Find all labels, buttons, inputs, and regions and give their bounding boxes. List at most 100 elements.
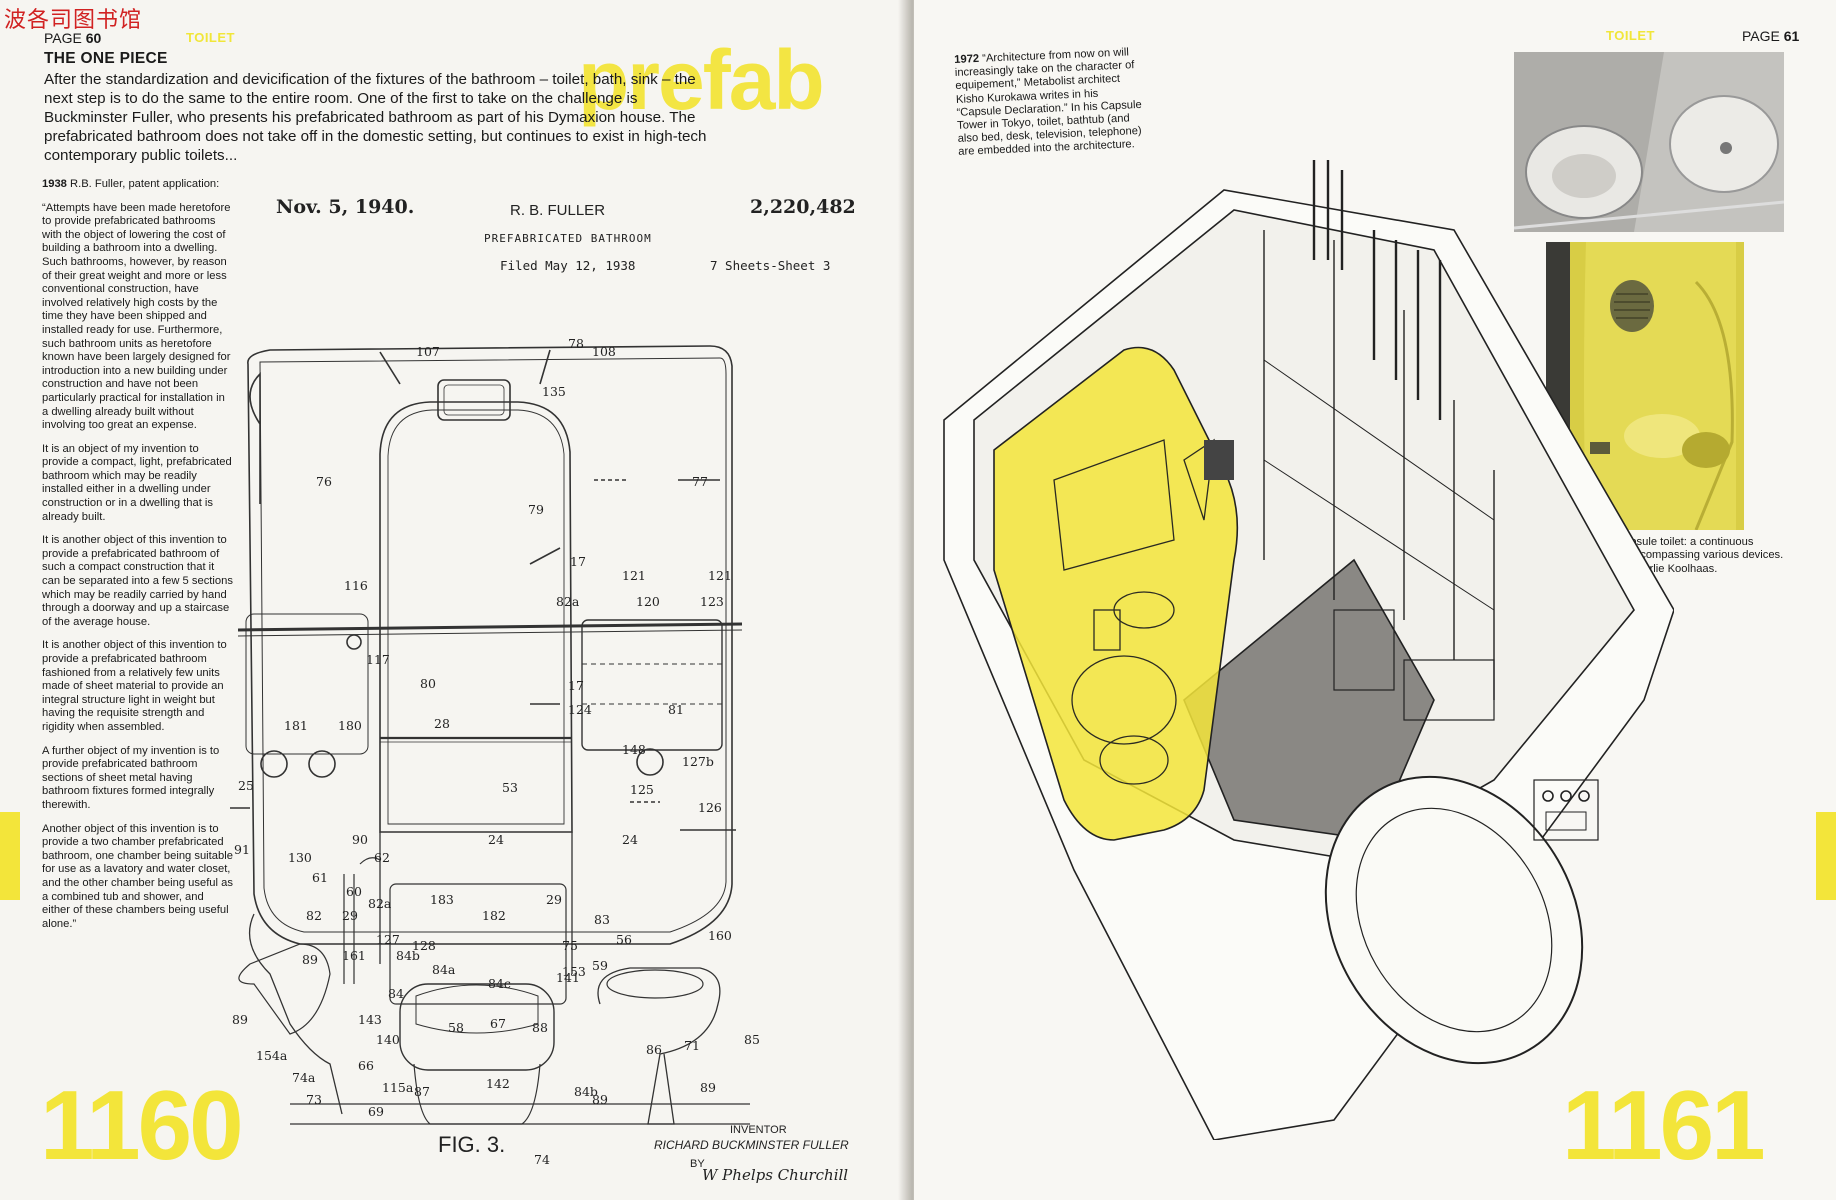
patent-reference-numeral: 140 (376, 1032, 400, 1047)
patent-reference-numeral: 75 (562, 938, 578, 953)
patent-reference-numeral: 78 (568, 336, 584, 351)
patent-reference-numeral: 89 (700, 1080, 716, 1095)
right-page: TOILET PAGE 61 1972 “Architecture from n… (914, 0, 1836, 1200)
patent-number: 2,220,482 (750, 196, 856, 218)
page-prefix: PAGE (1742, 28, 1780, 44)
patent-inventor-label: INVENTOR (730, 1124, 787, 1136)
patent-reference-numeral: 56 (616, 932, 632, 947)
patent-reference-numeral: 143 (358, 1012, 382, 1027)
section-title: THE ONE PIECE (44, 50, 168, 67)
patent-reference-numeral: 29 (342, 908, 358, 923)
patent-by-label: BY (690, 1158, 705, 1170)
section-tag-right: TOILET (1606, 28, 1655, 43)
patent-reference-numeral: 76 (316, 474, 332, 489)
patent-reference-numeral: 90 (352, 832, 368, 847)
patent-reference-numeral: 141 (556, 970, 580, 985)
patent-sheets: 7 Sheets-Sheet 3 (710, 258, 831, 273)
patent-quote-lead: 1938 R.B. Fuller, patent application: (42, 178, 234, 192)
patent-reference-numeral: 160 (708, 928, 732, 943)
big-page-number-right: 1161 (1562, 1070, 1766, 1180)
patent-reference-numeral: 121 (622, 568, 646, 583)
patent-reference-numeral: 124 (568, 702, 592, 717)
patent-reference-numeral: 77 (692, 474, 708, 489)
patent-reference-numeral: 82a (368, 896, 392, 911)
quote-paragraph: Another object of this invention is to p… (42, 822, 233, 930)
patent-reference-numeral: 126 (698, 800, 722, 815)
page-number: 60 (85, 30, 102, 46)
patent-reference-numeral: 53 (502, 780, 518, 795)
patent-reference-numeral: 84a (432, 962, 456, 977)
patent-reference-numeral: 89 (592, 1092, 608, 1107)
patent-attorney-signature: W Phelps Churchill (702, 1166, 849, 1184)
patent-figure-number: FIG. 3. (438, 1132, 506, 1157)
patent-reference-numeral: 88 (532, 1020, 548, 1035)
patent-reference-numeral: 17 (568, 678, 584, 693)
quote-paragraph: It is an object of my invention to provi… (42, 442, 232, 523)
patent-reference-numeral: 79 (528, 502, 544, 517)
patent-reference-numeral: 120 (636, 594, 660, 609)
patent-reference-numeral: 128 (412, 938, 436, 953)
patent-reference-numeral: 25 (238, 778, 254, 793)
patent-drawing: Nov. 5, 1940. R. B. FULLER 2,220,482 PRE… (230, 192, 870, 1192)
patent-reference-numeral: 84b (396, 948, 420, 963)
patent-reference-numeral: 153 (562, 964, 586, 979)
patent-reference-numeral: 66 (358, 1058, 374, 1073)
patent-reference-numeral: 82 (306, 908, 322, 923)
quote-paragraph: “Attempts have been made heretofore to p… (42, 201, 231, 432)
patent-reference-numeral: 82a (556, 594, 580, 609)
patent-reference-numeral: 67 (490, 1016, 506, 1031)
patent-reference-numeral: 74a (292, 1070, 316, 1085)
page-label-right: PAGE 61 (1742, 28, 1799, 44)
photo-capsule-toilet-grayscale (1514, 52, 1784, 232)
patent-reference-numeral: 116 (344, 578, 368, 593)
patent-reference-numeral: 125 (630, 782, 654, 797)
patent-reference-numeral: 84a (252, 284, 276, 287)
patent-reference-numeral: 89 (302, 952, 318, 967)
patent-reference-numeral: 87 (414, 1084, 430, 1099)
patent-filed-date: Filed May 12, 1938 (500, 258, 636, 273)
patent-reference-numeral: 180 (338, 718, 362, 733)
patent-reference-numeral: 123 (700, 594, 724, 609)
patent-reference-numeral: 84 (388, 986, 404, 1001)
patent-reference-numeral: 86 (646, 1042, 662, 1057)
quote-paragraph: A further object of my invention is to p… (42, 744, 220, 811)
patent-reference-numeral: 89 (232, 1012, 248, 1027)
quote-paragraph: It is another object of this invention t… (42, 639, 227, 733)
patent-subject: PREFABRICATED BATHROOM (484, 232, 652, 245)
patent-reference-numeral: 61 (312, 870, 328, 885)
patent-reference-numeral: 85 (744, 1032, 760, 1047)
patent-date: Nov. 5, 1940. (276, 196, 415, 218)
patent-reference-numeral: 108 (592, 344, 616, 359)
patent-reference-numeral: 71 (684, 1038, 700, 1053)
patent-reference-numeral: 117 (366, 652, 390, 667)
section-tag-left: TOILET (186, 30, 235, 45)
patent-reference-numeral: 24 (488, 832, 504, 847)
patent-reference-numeral: 154a (256, 1048, 288, 1063)
patent-reference-numeral: 69 (368, 1104, 384, 1119)
page-number: 61 (1783, 28, 1800, 44)
patent-reference-numeral: 55 (252, 284, 268, 287)
patent-reference-numeral: 73 (306, 1092, 322, 1107)
patent-reference-numeral: 181 (284, 718, 308, 733)
patent-reference-numeral: 142 (486, 1076, 510, 1091)
patent-reference-numeral: 81 (668, 702, 684, 717)
patent-reference-numeral: 83 (594, 912, 610, 927)
photo-capsule-toilet-yellow (1546, 242, 1744, 530)
patent-reference-numeral: 80 (420, 676, 436, 691)
left-page: 波各司图书馆 PAGE 60 TOILET prefab THE ONE PIE… (0, 0, 906, 1200)
patent-reference-numeral: 59 (592, 958, 608, 973)
left-edge-tab (0, 812, 20, 900)
page-label-left: PAGE 60 (44, 30, 101, 46)
quote-paragraph: It is another object of this invention t… (42, 534, 233, 628)
right-edge-tab (1816, 812, 1836, 900)
patent-reference-numeral: 115a (382, 1080, 414, 1095)
patent-inventor-full-name: RICHARD BUCKMINSTER FULLER (654, 1138, 849, 1152)
quote-lead-text: R.B. Fuller, patent application: (70, 178, 220, 190)
patent-reference-numeral: 29 (546, 892, 562, 907)
prefab-overlay-word: prefab (578, 33, 825, 127)
big-page-number-left: 1160 (40, 1070, 244, 1180)
patent-reference-numeral: 60 (346, 884, 362, 899)
patent-reference-numeral: 17 (570, 554, 586, 569)
patent-reference-numeral: 161 (342, 948, 366, 963)
